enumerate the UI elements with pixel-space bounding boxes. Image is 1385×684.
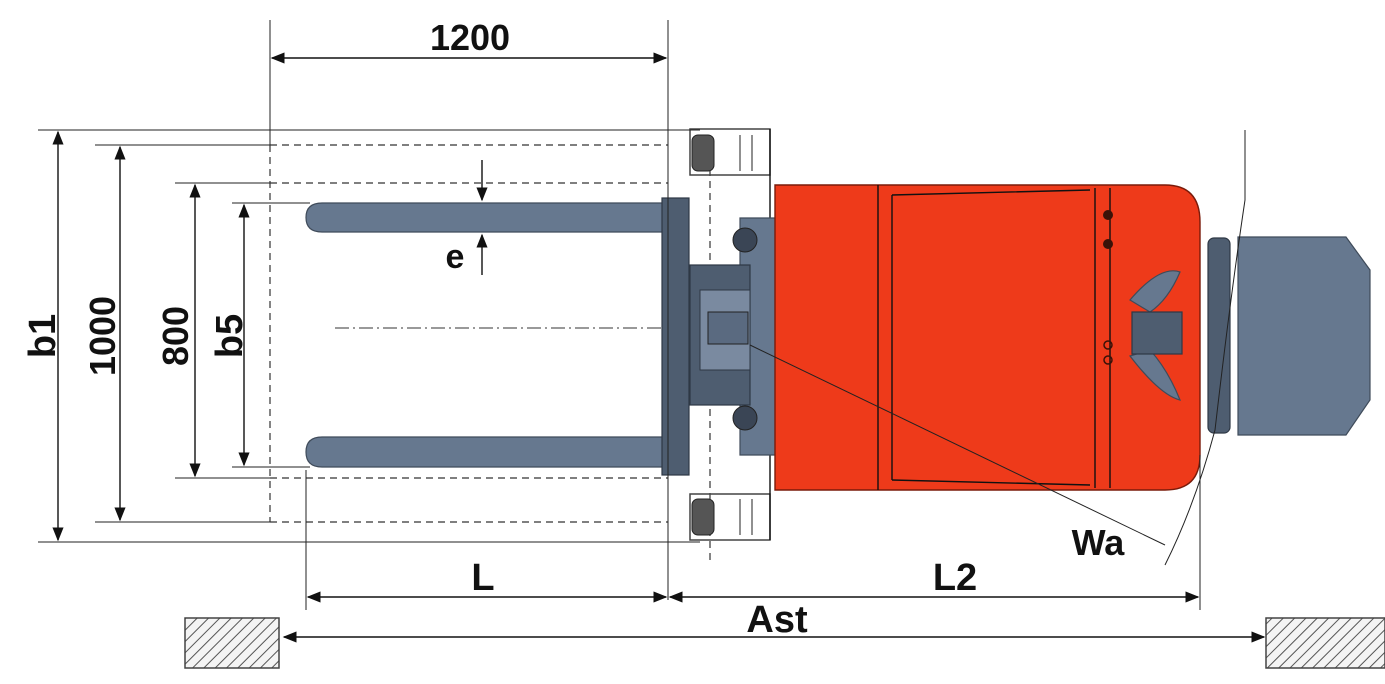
dimension-lines (38, 20, 1266, 643)
label-width-800: 800 (155, 306, 196, 366)
fork-arm-bottom (305, 436, 666, 468)
tiller-handle (1128, 236, 1371, 436)
right-wall-hatch (1265, 617, 1385, 669)
label-b5: b5 (209, 314, 251, 358)
turning-radius (749, 130, 1246, 566)
load-wheel-bottom (691, 498, 715, 536)
fork-arms (305, 197, 690, 476)
label-Wa: Wa (1072, 522, 1126, 563)
label-e: e (446, 238, 465, 276)
label-L2: L2 (933, 557, 977, 599)
operator-platform (1237, 236, 1371, 436)
label-width-1000: 1000 (82, 296, 123, 376)
left-wall-hatch (184, 617, 280, 669)
load-wheel-top (691, 134, 715, 172)
label-Ast: Ast (746, 599, 808, 641)
fork-carriage (661, 197, 690, 476)
load-wheels (689, 128, 771, 541)
truck-body (774, 184, 1201, 491)
mast-mechanism (689, 217, 801, 456)
label-b1: b1 (22, 314, 64, 358)
fork-arm-top (305, 202, 666, 233)
label-width-1200: 1200 (430, 17, 510, 58)
label-L: L (471, 557, 494, 599)
